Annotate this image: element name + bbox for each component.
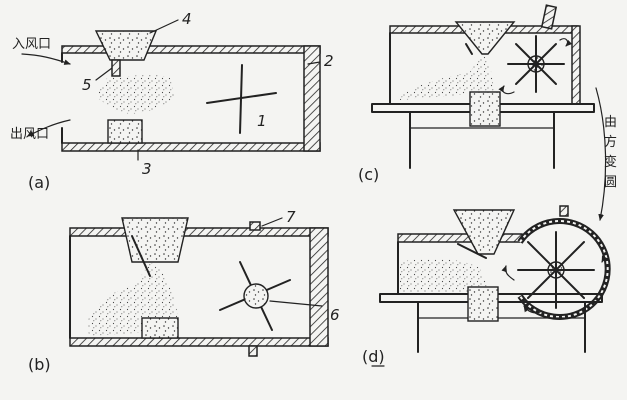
- inlet-arrow: [21, 53, 71, 65]
- valve-c: [540, 4, 558, 30]
- chamber-right-wall: [303, 45, 321, 152]
- label-a: (a): [28, 173, 50, 192]
- side-note: 由 方 变 圆: [595, 87, 617, 221]
- chamber-right-wall-c: [571, 25, 581, 105]
- label-b: (b): [28, 355, 51, 374]
- label-c: (c): [358, 165, 379, 184]
- collection-box-d: [467, 286, 499, 322]
- panel-c: (c): [358, 4, 595, 184]
- panel-d: (d): [362, 205, 611, 367]
- label-5: 5: [82, 76, 92, 94]
- hopper-d: [452, 209, 516, 255]
- hopper-b: [121, 217, 189, 263]
- side-note-char-4: 圆: [604, 175, 617, 190]
- label-7: 7: [286, 208, 296, 226]
- label-4: 4: [182, 10, 192, 28]
- label-3: 3: [142, 160, 152, 178]
- collection-box: [107, 119, 143, 144]
- bottom-valve: [248, 345, 258, 357]
- agitator-paddle: [206, 64, 277, 134]
- hopper: [94, 30, 158, 61]
- agitator-c: [507, 35, 565, 93]
- label-outlet: 出风口: [10, 127, 49, 142]
- label-d: (d): [362, 347, 385, 366]
- side-note-char-3: 变: [604, 154, 617, 170]
- agitator-with-hub: [219, 261, 291, 331]
- label-1: 1: [257, 112, 267, 130]
- collection-box-b: [141, 317, 179, 339]
- chamber-top-wall: [61, 45, 321, 54]
- chamber-bottom-wall-b: [69, 337, 329, 347]
- falling-particles: [98, 74, 175, 114]
- hopper-c: [454, 21, 516, 55]
- feed-gate: [111, 59, 121, 77]
- chamber-top-wall-d: [397, 233, 523, 243]
- valve-d: [559, 205, 569, 217]
- side-note-char-2: 方: [604, 134, 617, 150]
- panel-a: 入风口 出风口 4 5 2 1 3 (a): [10, 10, 334, 192]
- side-note-char-1: 由: [604, 115, 617, 130]
- chamber-right-wall-b: [309, 227, 329, 347]
- chamber-bottom-wall: [61, 142, 321, 152]
- collection-box-c: [469, 91, 501, 127]
- outlet-arrow: [27, 119, 71, 137]
- valve-7: [249, 221, 261, 231]
- label-2: 2: [324, 52, 334, 70]
- panel-b: 7 6 (b): [28, 208, 340, 374]
- transition-arrow: [595, 87, 607, 221]
- chamber-top-wall-b: [69, 227, 329, 237]
- label-6: 6: [330, 306, 340, 324]
- agitator-d: [517, 231, 595, 309]
- label-inlet: 入风口: [12, 37, 51, 52]
